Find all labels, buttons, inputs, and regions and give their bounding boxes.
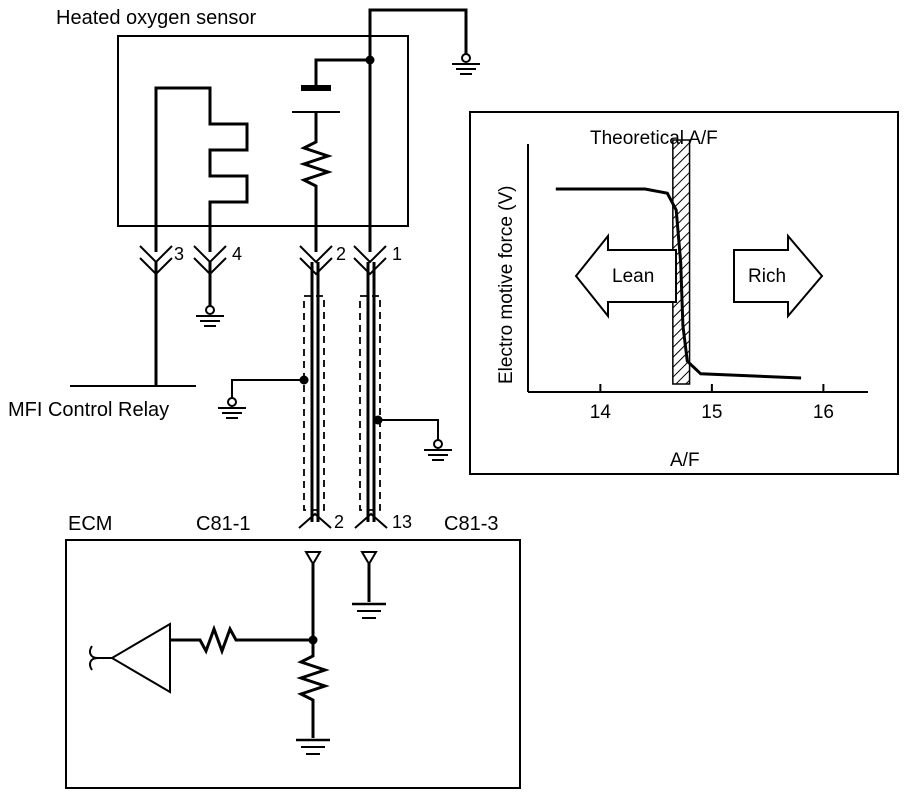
connector-c81-3-label: C81-3 bbox=[444, 513, 498, 535]
ground-icon bbox=[452, 53, 480, 75]
sensor-housing bbox=[117, 35, 409, 227]
af-chart: Theoretical A/F Electro motive force (V)… bbox=[469, 111, 899, 475]
sensor-title: Heated oxygen sensor bbox=[56, 7, 256, 29]
ground-icon bbox=[218, 397, 246, 419]
theoretical-af-label: Theoretical A/F bbox=[590, 128, 718, 149]
pin1-wire bbox=[368, 8, 468, 252]
x-tick-label: 15 bbox=[701, 402, 722, 423]
emf-curve bbox=[555, 187, 802, 380]
ecm-connector bbox=[298, 512, 388, 529]
ground-icon bbox=[352, 602, 386, 619]
x-tick-label: 16 bbox=[813, 402, 834, 423]
rich-arrow: Rich bbox=[733, 233, 824, 319]
ecm-housing bbox=[65, 539, 521, 789]
ground-icon bbox=[296, 738, 330, 755]
x-ticks: 14 15 16 bbox=[590, 384, 834, 423]
pin-label: 1 bbox=[392, 244, 402, 264]
pin-label: 13 bbox=[392, 512, 412, 532]
pin-label: 2 bbox=[334, 512, 344, 532]
ecm-label: ECM bbox=[68, 513, 112, 535]
x-axis-label: A/F bbox=[670, 450, 700, 471]
rich-label: Rich bbox=[748, 266, 786, 287]
y-axis-label: Electro motive force (V) bbox=[496, 186, 517, 385]
lean-arrow: Lean bbox=[574, 233, 677, 319]
heater-element bbox=[154, 86, 249, 252]
ecm-ground-circuit bbox=[360, 551, 378, 602]
shielded-cable bbox=[359, 262, 439, 522]
ground-icon bbox=[424, 439, 452, 461]
x-tick-label: 14 bbox=[590, 402, 612, 423]
sensing-element bbox=[292, 58, 370, 252]
pin-label: 4 bbox=[232, 244, 242, 264]
lean-label: Lean bbox=[612, 266, 654, 287]
ground-icon bbox=[196, 305, 224, 327]
connector-c81-1-label: C81-1 bbox=[196, 513, 250, 535]
pin-label: 3 bbox=[174, 244, 184, 264]
chart-frame bbox=[469, 111, 899, 475]
shielded-cable bbox=[231, 262, 325, 522]
mfi-relay-label: MFI Control Relay bbox=[8, 399, 169, 421]
ecm-input-circuit bbox=[89, 551, 330, 738]
pin-label: 2 bbox=[336, 244, 346, 264]
